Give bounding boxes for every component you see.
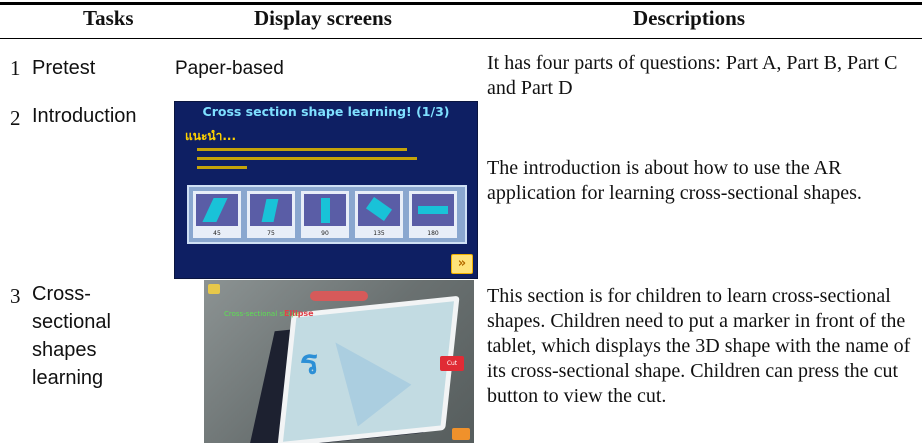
shape-tile-image xyxy=(412,194,454,226)
row-3-description: This section is for children to learn cr… xyxy=(487,285,911,407)
shape-tile-image xyxy=(196,194,238,226)
row-2-description: The introduction is about how to use the… xyxy=(487,157,862,204)
cross-section-shape-name: Ellipse xyxy=(284,309,314,318)
shape-tile-image xyxy=(304,194,346,226)
row-1-task: Pretest xyxy=(32,57,96,79)
shape-tile-image xyxy=(250,194,292,226)
cut-button[interactable]: Cut xyxy=(440,356,464,371)
intro-text-line xyxy=(197,148,407,151)
shape-tile-angle: 135 xyxy=(373,230,385,237)
menu-icon[interactable] xyxy=(452,428,470,440)
rule-top xyxy=(0,2,922,5)
intro-screen-title: Cross section shape learning! (1/3) xyxy=(202,104,450,119)
row-2-number: 2 xyxy=(10,106,21,130)
header-display-screens: Display screens xyxy=(254,6,392,30)
row-3-task-line: Cross- xyxy=(32,283,91,305)
shape-tile: 75 xyxy=(247,191,295,238)
shape-tile-tray: 45 75 90 135 180 xyxy=(187,185,467,244)
header-descriptions: Descriptions xyxy=(633,6,745,30)
next-arrow-icon[interactable]: » xyxy=(451,254,473,274)
row-3-task-line: shapes xyxy=(32,339,97,361)
ar-learning-screenshot: ร Cross-sectional shape Ellipse Cut xyxy=(204,280,474,443)
intro-text-line xyxy=(197,157,417,160)
shape-tile-angle: 180 xyxy=(427,230,439,237)
shape-tile: 45 xyxy=(193,191,241,238)
intro-screen-heading: แนะนำ... xyxy=(185,129,236,143)
row-3-task: Cross- sectional shapes learning xyxy=(32,280,111,392)
row-3-number: 3 xyxy=(10,284,21,308)
row-2-task: Introduction xyxy=(32,105,137,127)
shape-tile: 180 xyxy=(409,191,457,238)
rule-mid xyxy=(0,38,922,39)
introduction-screenshot: Cross section shape learning! (1/3) แนะน… xyxy=(174,101,478,279)
row-1-description: It has four parts of questions: Part A, … xyxy=(487,52,898,99)
row-1-display: Paper-based xyxy=(175,58,284,79)
shape-tile: 135 xyxy=(355,191,403,238)
shape-tile-angle: 90 xyxy=(321,230,329,237)
intro-text-line xyxy=(197,166,247,169)
speaker-icon[interactable] xyxy=(208,284,220,294)
cross-section-label: Cross-sectional shape xyxy=(224,310,301,318)
row-3-task-line: learning xyxy=(32,367,104,389)
shape-tile-angle: 45 xyxy=(213,230,221,237)
shape-tile-image xyxy=(358,194,400,226)
record-pill[interactable] xyxy=(310,291,368,301)
row-1-number: 1 xyxy=(10,56,21,80)
header-tasks: Tasks xyxy=(83,6,134,30)
shape-tile-angle: 75 xyxy=(267,230,275,237)
shape-tile: 90 xyxy=(301,191,349,238)
row-3-task-line: sectional xyxy=(32,311,111,333)
